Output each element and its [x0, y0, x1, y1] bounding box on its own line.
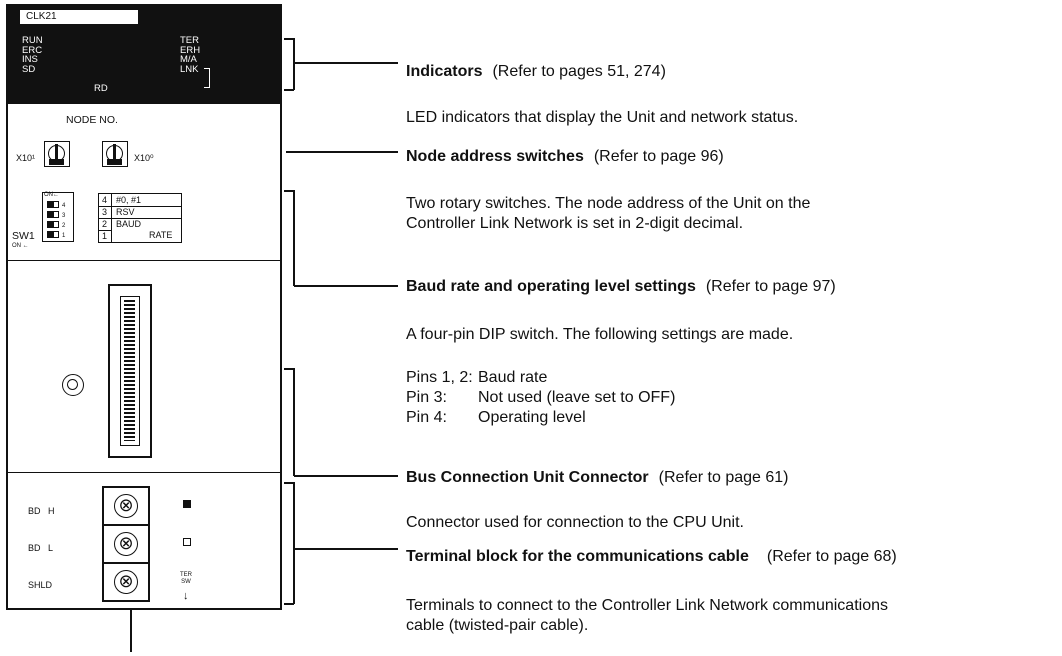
on-arrow-label: ON ←	[12, 243, 29, 249]
leader-bus-connector	[294, 475, 398, 477]
heading-baud-rate: Baud rate and operating level settings(R…	[406, 278, 836, 295]
heading-indicators: Indicators(Refer to pages 51, 274)	[406, 63, 666, 80]
desc-baud-rate: A four-pin DIP switch. The following set…	[406, 326, 794, 343]
terminal-label-bd-h: BD H	[28, 506, 55, 516]
terminal-screw-icon[interactable]: ⊗	[102, 562, 150, 602]
pin-label: Pin 3:	[406, 389, 447, 406]
unit-bottom-leader	[130, 610, 132, 652]
heading-node-address: Node address switches(Refer to page 96)	[406, 148, 724, 165]
terminal-screw-icon[interactable]: ⊗	[102, 524, 150, 564]
desc-indicators: LED indicators that display the Unit and…	[406, 109, 799, 126]
arrow-down-icon: ↓	[183, 590, 189, 602]
ref-indicators: (Refer to pages 51, 274)	[492, 63, 666, 80]
x10-1-label: X10¹	[16, 153, 36, 163]
x10-0-label: X10⁰	[134, 153, 154, 163]
unit-front-panel: CLK21 RUN ERC INS SD RD TER ERH M/A LNK …	[6, 4, 282, 610]
leader-indicators	[294, 62, 398, 64]
ref-baud-rate: (Refer to page 97)	[705, 278, 836, 295]
ref-bus-connector: (Refer to page 61)	[658, 469, 789, 486]
led-window-icon	[62, 374, 84, 396]
sw1-label: SW1	[12, 230, 35, 242]
ref-terminal-block: (Refer to page 68)	[766, 548, 897, 565]
rotary-switch-tens-icon[interactable]	[44, 141, 70, 167]
leader-terminal-block	[294, 548, 398, 550]
heading-bus-connector: Bus Connection Unit Connector(Refer to p…	[406, 469, 789, 486]
pin-label: Pins 1, 2:	[406, 369, 473, 386]
indicator-panel: CLK21 RUN ERC INS SD RD TER ERH M/A LNK	[8, 6, 280, 104]
pin-value: Operating level	[478, 409, 586, 426]
terminal-screw-icon[interactable]: ⊗	[102, 486, 150, 526]
divider	[8, 472, 280, 473]
ter-sw-label: TER SW	[180, 572, 192, 585]
led-label-rd: RD	[94, 83, 108, 94]
bus-connector-icon[interactable]	[108, 284, 152, 458]
ref-node-address: (Refer to page 96)	[593, 148, 724, 165]
desc-node-address: Two rotary switches. The node address of…	[406, 195, 811, 232]
desc-terminal-block: Terminals to connect to the Controller L…	[406, 597, 888, 634]
terminal-label-bd-l: BD L	[28, 543, 54, 553]
bracket-icon	[204, 68, 210, 88]
dip-on-label: ON←	[44, 192, 59, 198]
rotary-switch-ones-icon[interactable]	[102, 141, 128, 167]
leader-node-address	[286, 151, 398, 153]
dip-legend-table: 4 #0, #1 3 RSV 2 BAUD 1 RATE	[98, 193, 182, 243]
terminator-led-on-icon	[183, 500, 191, 508]
divider	[8, 260, 280, 261]
pin-value: Baud rate	[478, 369, 548, 386]
led-labels-right: TER ERH M/A LNK	[180, 35, 201, 75]
terminator-led-off-icon	[183, 538, 191, 546]
pin-label: Pin 4:	[406, 409, 447, 426]
terminal-label-shld: SHLD	[28, 580, 53, 590]
led-labels-left: RUN ERC INS SD	[22, 35, 43, 75]
leader-baud-rate	[294, 285, 398, 287]
node-no-label: NODE NO.	[66, 114, 118, 126]
desc-bus-connector: Connector used for connection to the CPU…	[406, 514, 744, 531]
model-label: CLK21	[20, 10, 138, 24]
pin-value: Not used (leave set to OFF)	[478, 389, 676, 406]
heading-terminal-block: Terminal block for the communications ca…	[406, 548, 897, 565]
